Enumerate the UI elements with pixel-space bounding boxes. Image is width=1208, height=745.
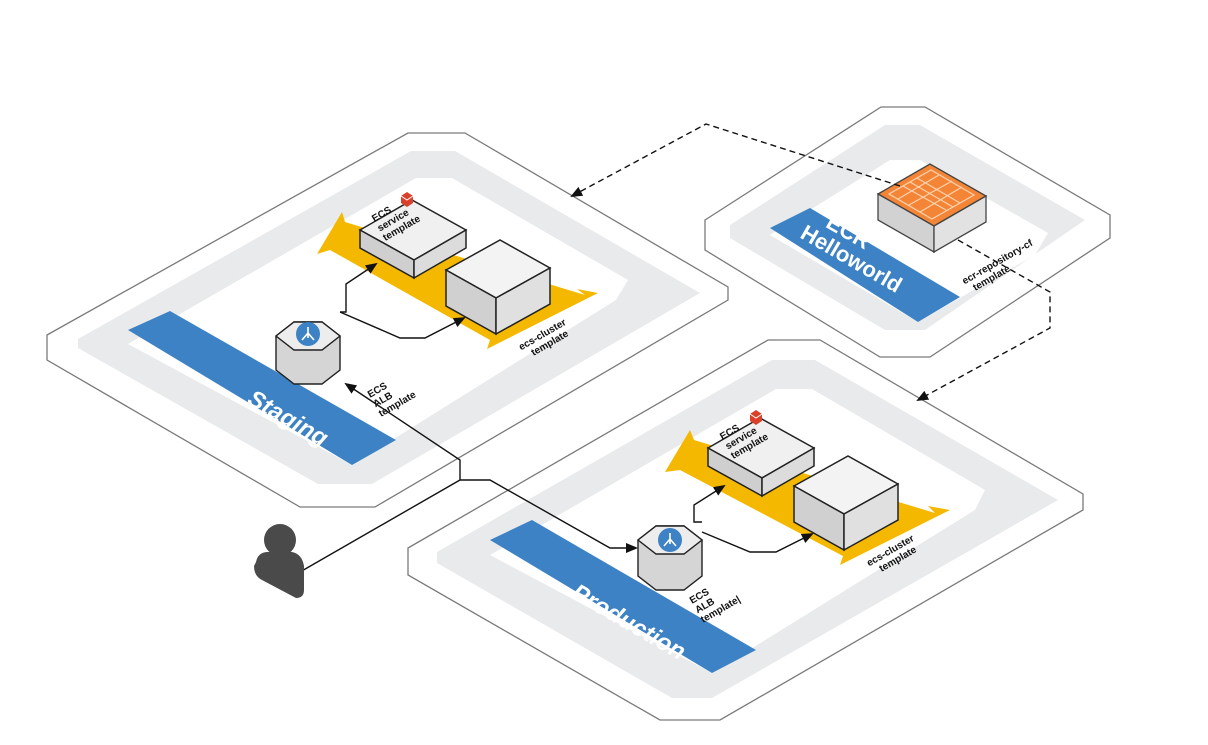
ecr-registry-icon [887,169,976,220]
production-load-balancer [636,525,704,591]
user-to-production-link [299,479,638,573]
ecr-banner [770,208,960,322]
user-to-staging-link [344,382,461,480]
ecr-registry-block [876,163,988,254]
production-ecs-logo-icon [749,410,763,425]
staging-alb-to-service-link [340,262,378,313]
staging-banner [128,311,396,465]
ecr-environment [704,106,1111,358]
production-ecs-service-cube [706,417,816,498]
ecr-to-production-connector [916,239,1051,401]
staging-environment [46,132,729,508]
staging-ecs-service-cube [358,199,468,280]
staging-cluster-cube [444,239,552,336]
user-icon [254,524,304,598]
staging-ecs-logo-icon [400,192,414,207]
ecr-to-staging-connector [570,123,901,197]
staging-load-balancer [274,321,342,385]
production-banner [490,520,756,673]
production-environment [407,339,1084,721]
production-alb-to-service-link [693,484,726,523]
production-alb-to-cluster-link [701,531,814,553]
staging-alb-to-cluster-link [339,311,466,339]
production-cluster-cube [792,455,900,552]
